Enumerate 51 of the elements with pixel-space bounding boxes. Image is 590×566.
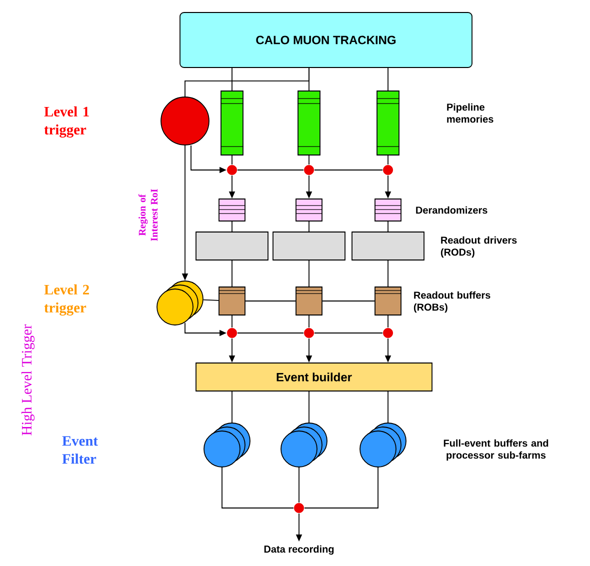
- connector: [308, 391, 310, 423]
- filter-label: Event Filter: [62, 436, 98, 464]
- pipeline-memory: [376, 90, 400, 156]
- component-label: Pipeline memories: [447, 103, 494, 123]
- processor-farm-stack: [360, 422, 406, 468]
- component-label: Derandomizers: [416, 206, 488, 214]
- connector: [308, 315, 310, 328]
- junction-dot: [294, 503, 304, 513]
- connector: [184, 68, 310, 97]
- derandomizer-box: [218, 198, 246, 222]
- component-label: Full-event buffers and processor sub-farms: [444, 439, 548, 461]
- region-label: Region of Interest RoI: [138, 189, 158, 241]
- processor-farm-stack: [280, 422, 328, 468]
- junction-dot: [227, 328, 237, 338]
- output-label: Data recording: [264, 545, 334, 555]
- readout-driver-box: [196, 232, 268, 260]
- trigger-label: Level 2 trigger: [44, 284, 89, 316]
- junction-dot: [227, 165, 237, 175]
- connector: [314, 332, 383, 334]
- junction-dot: [304, 165, 314, 175]
- readout-driver-box: [352, 232, 424, 260]
- trigger-label: Level 1 trigger: [44, 106, 89, 138]
- connector: [322, 300, 375, 302]
- readout-buffer-box: [218, 286, 246, 316]
- readout-buffer-box: [295, 286, 323, 316]
- connector: [202, 299, 219, 301]
- pipeline-memory: [297, 90, 321, 156]
- component-label: Readout buffers (ROBs): [414, 291, 490, 313]
- connector: [308, 155, 310, 165]
- readout-driver-box: [272, 232, 346, 260]
- derandomizer-box: [374, 198, 402, 222]
- readout-buffer-box: [374, 286, 402, 316]
- connector: [222, 466, 294, 508]
- detector-box: CALO MUON TRACKING: [180, 12, 472, 68]
- junction-dot: [383, 328, 393, 338]
- derandomizer-box: [295, 198, 323, 222]
- component-label: Readout drivers (RODs): [440, 236, 517, 258]
- trigger-processor-stack: [156, 280, 204, 326]
- pipeline-memory: [220, 90, 244, 156]
- connector: [237, 332, 304, 334]
- connector: [304, 466, 378, 508]
- junction-dot: [383, 165, 393, 175]
- connector: [308, 221, 310, 232]
- processor-farm-stack: [204, 422, 250, 468]
- trigger-circle: [160, 96, 210, 146]
- event-builder-box: Event builder: [196, 362, 432, 392]
- junction-dot: [304, 328, 314, 338]
- trigger-level-label: High Level Trigger: [21, 324, 35, 436]
- connector: [298, 466, 300, 503]
- connector: [308, 260, 310, 287]
- connector: [245, 300, 296, 302]
